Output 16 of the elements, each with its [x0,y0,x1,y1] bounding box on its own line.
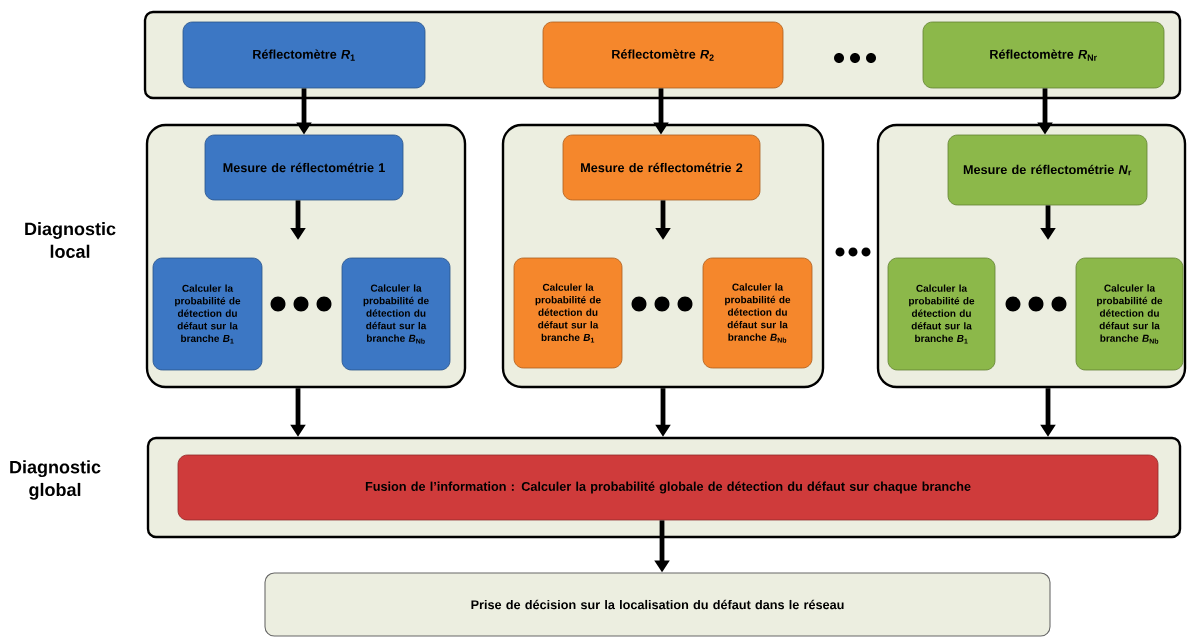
decision-box: Prise de décision sur la localisation du défaut dans le réseau [264,572,1051,637]
side-label: Diagnostic local [25,222,116,258]
process-box: Mesure de réflectométrie 1 [204,134,404,201]
process-box: Réflectomètre R$_{1}$ [182,21,426,89]
calculation-box: Calculer la probabilité de détection du défaut sur la branche B$_{1}$ [887,257,996,371]
process-box: Mesure de réflectométrie N$_{r}$ [947,134,1148,206]
process-box: Réflectomètre R$_{Nr}$ [922,21,1165,89]
process-box: Fusion de l’information : Calculer la probabilité globale de détection du défaut sur chaque branche [177,454,1159,521]
calculation-box: Calculer la probabilité de détection du défaut sur la branche B$_{1}$ [152,257,263,371]
process-box: Mesure de réflectométrie 2 [562,134,761,201]
calculation-box: Calculer la probabilité de détection du défaut sur la branche B$_{1}$ [513,257,623,369]
calculation-box: Calculer la probabilité de détection du défaut sur la branche B$_{Nb}$ [1075,257,1184,371]
calculation-box: Calculer la probabilité de détection du défaut sur la branche B$_{Nb}$ [341,257,451,371]
side-label: Diagnostic global [10,460,101,500]
process-box: Réflectomètre R$_{2}$ [542,21,784,89]
calculation-box: Calculer la probabilité de détection du défaut sur la branche B$_{Nb}$ [702,257,813,369]
